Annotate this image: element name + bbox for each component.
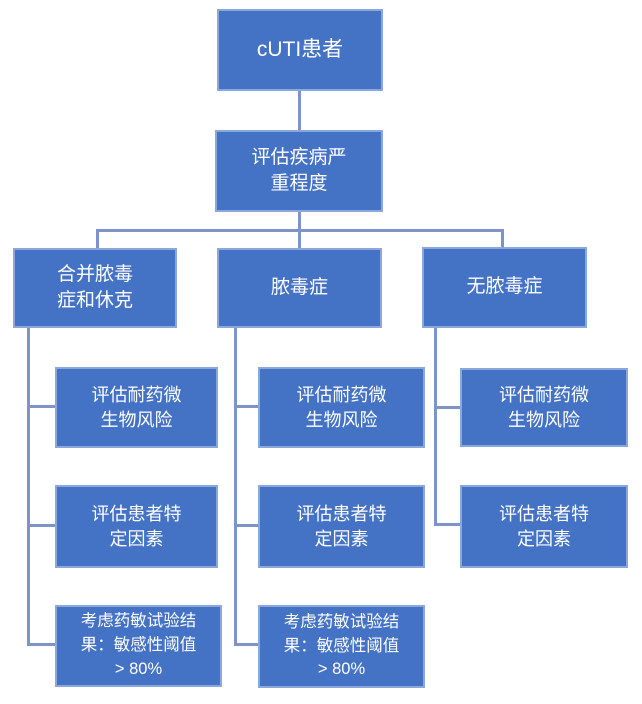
connector-right-to-factors	[437, 523, 460, 526]
node-cuti-patient: cUTI患者	[217, 9, 383, 91]
connector-branch-horizontal	[96, 229, 504, 232]
node-assess-disease-severity: 评估疾病严 重程度	[215, 130, 383, 212]
connector-branch-to-sepsis-shock	[96, 231, 99, 248]
connector-middle-to-resist	[237, 405, 258, 408]
connector-branch-to-no-sepsis	[501, 231, 504, 247]
node-assess-resistance-middle: 评估耐药微 生物风险	[258, 367, 425, 448]
connector-spine-middle	[234, 328, 237, 646]
connector-spine-left	[27, 328, 30, 646]
node-susceptibility-middle: 考虑药敏试验结 果：敏感性阈值 > 80%	[258, 605, 425, 688]
node-patient-factors-middle: 评估患者特 定因素	[258, 485, 425, 568]
node-patient-factors-left: 评估患者特 定因素	[55, 485, 218, 568]
connector-left-to-susceptibility	[30, 643, 55, 646]
node-no-sepsis: 无脓毒症	[422, 247, 587, 328]
connector-middle-to-susceptibility	[237, 643, 258, 646]
node-sepsis-and-shock: 合并脓毒 症和休克	[13, 248, 177, 328]
node-assess-resistance-left: 评估耐药微 生物风险	[55, 367, 218, 448]
node-patient-factors-right: 评估患者特 定因素	[460, 485, 628, 568]
connector-right-to-resist	[437, 406, 460, 409]
connector-left-to-resist	[30, 405, 55, 408]
connector-left-to-factors	[30, 524, 55, 527]
connector-spine-right	[434, 328, 437, 526]
node-assess-resistance-right: 评估耐药微 生物风险	[460, 368, 628, 447]
connector-middle-to-factors	[237, 524, 258, 527]
node-susceptibility-left: 考虑药敏试验结 果：敏感性阈值 > 80%	[55, 605, 222, 687]
connector-patient-to-severity	[298, 91, 301, 130]
node-sepsis: 脓毒症	[217, 248, 382, 328]
